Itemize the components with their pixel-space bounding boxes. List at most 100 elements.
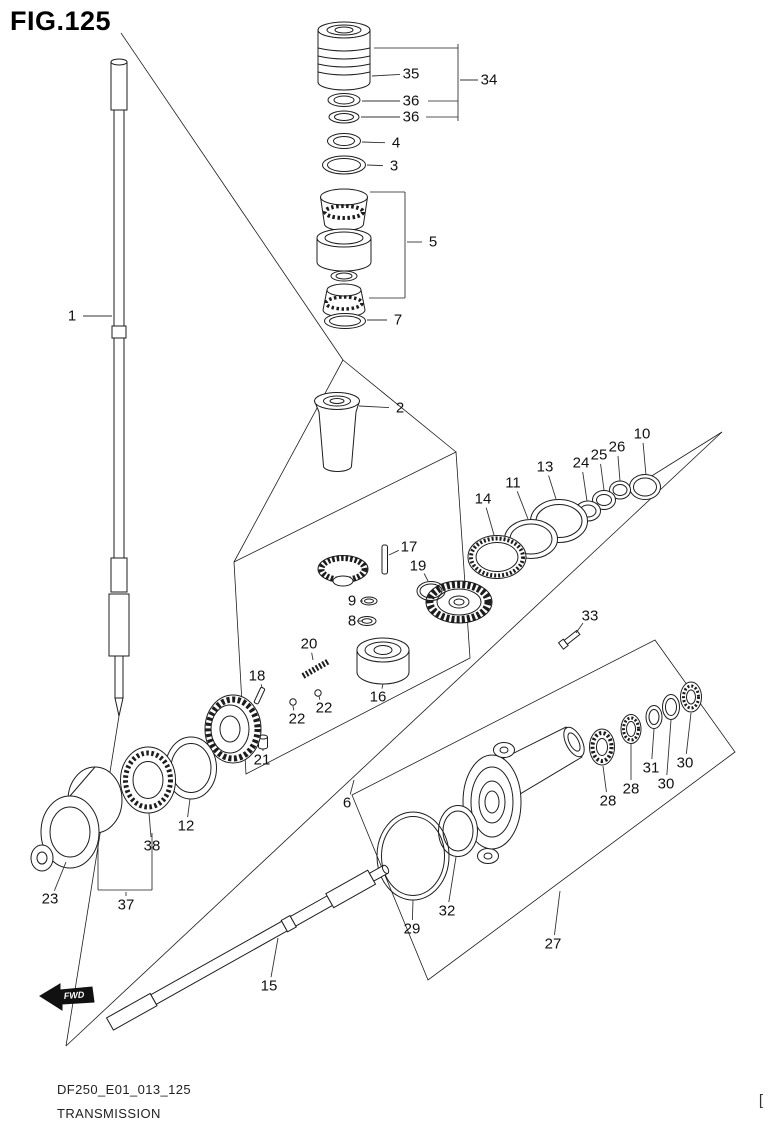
group-outline-27 xyxy=(351,639,736,981)
part-19-ring xyxy=(416,581,446,601)
part-18-pin xyxy=(253,686,266,705)
part-callout-2: 2 xyxy=(396,400,404,417)
callout-leader-6 xyxy=(349,779,355,795)
figure-caption: TRANSMISSION xyxy=(57,1106,161,1121)
part-callout-21: 21 xyxy=(254,752,271,769)
callout-leader-30 xyxy=(666,719,672,776)
upper-bearing-stack xyxy=(316,21,459,329)
callout-leader-26 xyxy=(617,455,621,482)
part-callout-18: 18 xyxy=(249,668,266,685)
part-callout-30: 30 xyxy=(677,755,694,772)
callout-leader-22 xyxy=(318,695,321,700)
callout-leader-2 xyxy=(358,405,390,409)
part-callout-28: 28 xyxy=(600,793,617,810)
part-callout-6: 6 xyxy=(343,795,351,812)
pinion-gear xyxy=(317,555,369,587)
bracket-5 xyxy=(369,191,406,299)
mid-gear-cluster xyxy=(317,474,661,685)
callout-leader-25 xyxy=(600,463,605,491)
fwd-label: FWD xyxy=(63,990,85,1001)
part-callout-35: 35 xyxy=(403,66,420,83)
part-callout-10: 10 xyxy=(634,426,651,443)
part-9-washer xyxy=(360,596,378,606)
bracket-37 xyxy=(97,833,153,891)
part-callout-9: 9 xyxy=(348,593,356,610)
part-23-housing-cup xyxy=(30,766,123,872)
part-26-ring xyxy=(609,480,631,500)
construction-lines xyxy=(65,32,736,1047)
part-callout-14: 14 xyxy=(475,491,492,508)
part-callout-19: 19 xyxy=(410,558,427,575)
part-36-shim-a xyxy=(327,93,361,107)
callout-leader-31 xyxy=(651,728,655,760)
callout-leader-16 xyxy=(381,683,384,689)
fwd-arrow: FWD xyxy=(39,983,95,1011)
part-22-ball-a xyxy=(289,698,297,706)
bracket-34 xyxy=(374,44,459,121)
part-12-ring xyxy=(165,736,217,800)
part-callout-12: 12 xyxy=(178,818,195,835)
part-callout-34: 34 xyxy=(481,72,498,89)
part-33-bolt xyxy=(557,629,581,650)
part-29-o-ring xyxy=(376,811,450,901)
part-callout-20: 20 xyxy=(301,636,318,653)
part-callout-11: 11 xyxy=(505,475,521,492)
part-callout-4: 4 xyxy=(392,135,400,152)
part-10-ring xyxy=(629,474,661,500)
part-callout-31: 31 xyxy=(643,760,660,777)
part-callout-23: 23 xyxy=(42,891,59,908)
part-20-spring xyxy=(301,658,331,679)
callout-leader-13 xyxy=(548,475,557,500)
part-32-ring xyxy=(438,805,478,857)
document-code: DF250_E01_013_125 xyxy=(57,1082,192,1097)
part-callout-22: 22 xyxy=(289,711,306,728)
propshaft-housing-group xyxy=(376,681,702,901)
callout-leader-11 xyxy=(516,491,529,520)
part-callout-32: 32 xyxy=(439,903,456,920)
part-38-bearing xyxy=(120,746,176,814)
part-30-bearing-b xyxy=(680,681,702,713)
callout-leader-19 xyxy=(423,573,429,582)
callout-leader-23 xyxy=(53,861,67,891)
part-28-bearing-b xyxy=(620,714,642,744)
callout-leader-15 xyxy=(270,937,279,978)
callout-leader-28 xyxy=(602,765,607,793)
callout-leader-14 xyxy=(485,507,495,536)
part-callout-15: 15 xyxy=(261,978,278,995)
part-callout-22: 22 xyxy=(316,700,333,717)
callout-leader-12 xyxy=(187,798,191,818)
part-22-ball-b xyxy=(314,689,322,697)
part-36-shim-b xyxy=(328,110,360,124)
part-callout-16: 16 xyxy=(370,689,387,706)
part-4-washer xyxy=(327,133,361,149)
part-callout-24: 24 xyxy=(573,455,590,472)
part-callout-36: 36 xyxy=(403,109,420,126)
part-35-bearing-cap xyxy=(317,21,371,91)
part-callout-37: 37 xyxy=(118,897,135,914)
callout-leader-18 xyxy=(260,684,263,689)
callout-leader-24 xyxy=(582,471,588,502)
callout-leader-35 xyxy=(371,74,401,77)
callout-leader-22 xyxy=(292,705,295,711)
part-30-bearing-a xyxy=(662,694,680,720)
part-callout-5: 5 xyxy=(429,234,437,251)
part-1-driveshaft xyxy=(108,58,130,717)
part-callout-30: 30 xyxy=(658,776,675,793)
part-callout-13: 13 xyxy=(537,459,554,476)
part-16-gear xyxy=(356,637,410,685)
callout-leader-38 xyxy=(148,812,152,838)
part-callout-27: 27 xyxy=(545,936,562,953)
callout-leader-32 xyxy=(448,856,457,903)
callout-leader-27 xyxy=(553,890,561,936)
clutch-dog xyxy=(204,694,262,764)
part-2-bushing xyxy=(313,392,361,472)
forward-bevel-gear xyxy=(425,580,493,624)
part-31-ring xyxy=(645,705,663,729)
part-15-propeller-shaft xyxy=(105,864,390,1031)
page-edge-bracket: [ xyxy=(758,1092,763,1109)
callout-leader-29 xyxy=(411,899,414,921)
part-callout-29: 29 xyxy=(404,921,421,938)
